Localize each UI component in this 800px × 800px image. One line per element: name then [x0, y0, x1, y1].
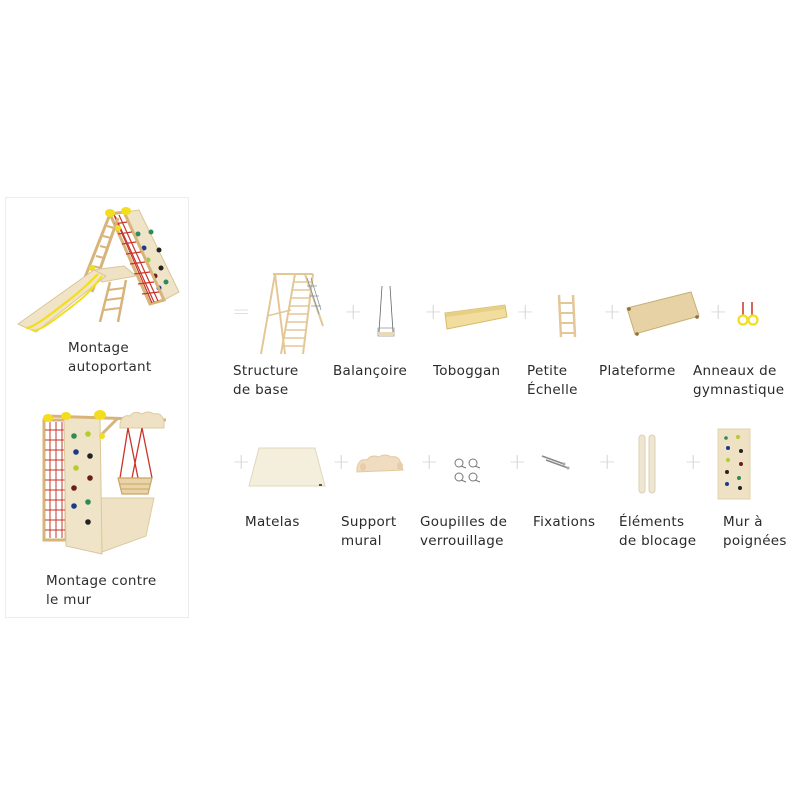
plus-sign: +	[603, 300, 622, 325]
locking-pins-image	[454, 458, 481, 483]
wall-mounted-playset-image	[42, 410, 167, 555]
item-label-fasteners: Fixations	[533, 514, 596, 530]
blocking-elements-image	[638, 434, 656, 494]
item-label-gym-rings: Anneaux de gymnastique	[693, 363, 785, 398]
item-label-locking-pins: Goupilles de verrouillage	[420, 514, 508, 549]
plus-sign: +	[420, 450, 439, 475]
item-label-base-structure: Structure de base	[233, 363, 299, 398]
plus-sign: +	[424, 300, 443, 325]
platform-image	[626, 291, 700, 336]
climbing-wall-image	[717, 428, 751, 500]
equals-sign: =	[232, 300, 251, 325]
gym-rings-image	[737, 302, 759, 326]
plus-sign: +	[232, 450, 251, 475]
plus-sign: +	[344, 300, 363, 325]
base-structure-image	[260, 273, 324, 355]
plus-sign: +	[516, 300, 535, 325]
fasteners-image	[541, 455, 570, 470]
item-label-wall-bracket: Support mural	[341, 514, 397, 549]
plus-sign: +	[332, 450, 351, 475]
config-wall: Montage contre le mur	[6, 396, 188, 618]
item-label-blocking-elements: Éléments de blocage	[619, 514, 697, 549]
freestanding-playset-image	[16, 207, 180, 333]
item-label-mattress: Matelas	[245, 514, 300, 530]
slide-image	[444, 304, 508, 330]
plus-sign: +	[709, 300, 728, 325]
config-label: Montage contre le mur	[46, 573, 157, 608]
configurations-panel: Montage autoportant	[5, 197, 189, 618]
plus-sign: +	[508, 450, 527, 475]
small-ladder-image	[557, 294, 577, 338]
plus-sign: +	[598, 450, 617, 475]
config-label: Montage autoportant	[68, 340, 152, 375]
item-label-slide: Toboggan	[433, 363, 501, 379]
mattress-image	[248, 447, 326, 487]
item-label-small-ladder: Petite Échelle	[527, 363, 578, 398]
wall-bracket-image	[356, 454, 404, 473]
swing-image	[377, 285, 395, 337]
item-label-platform: Plateforme	[599, 363, 676, 379]
config-freestanding: Montage autoportant	[6, 198, 188, 398]
plus-sign: +	[684, 450, 703, 475]
item-label-swing: Balançoire	[333, 363, 408, 379]
item-label-climbing-wall: Mur à poignées	[723, 514, 787, 549]
